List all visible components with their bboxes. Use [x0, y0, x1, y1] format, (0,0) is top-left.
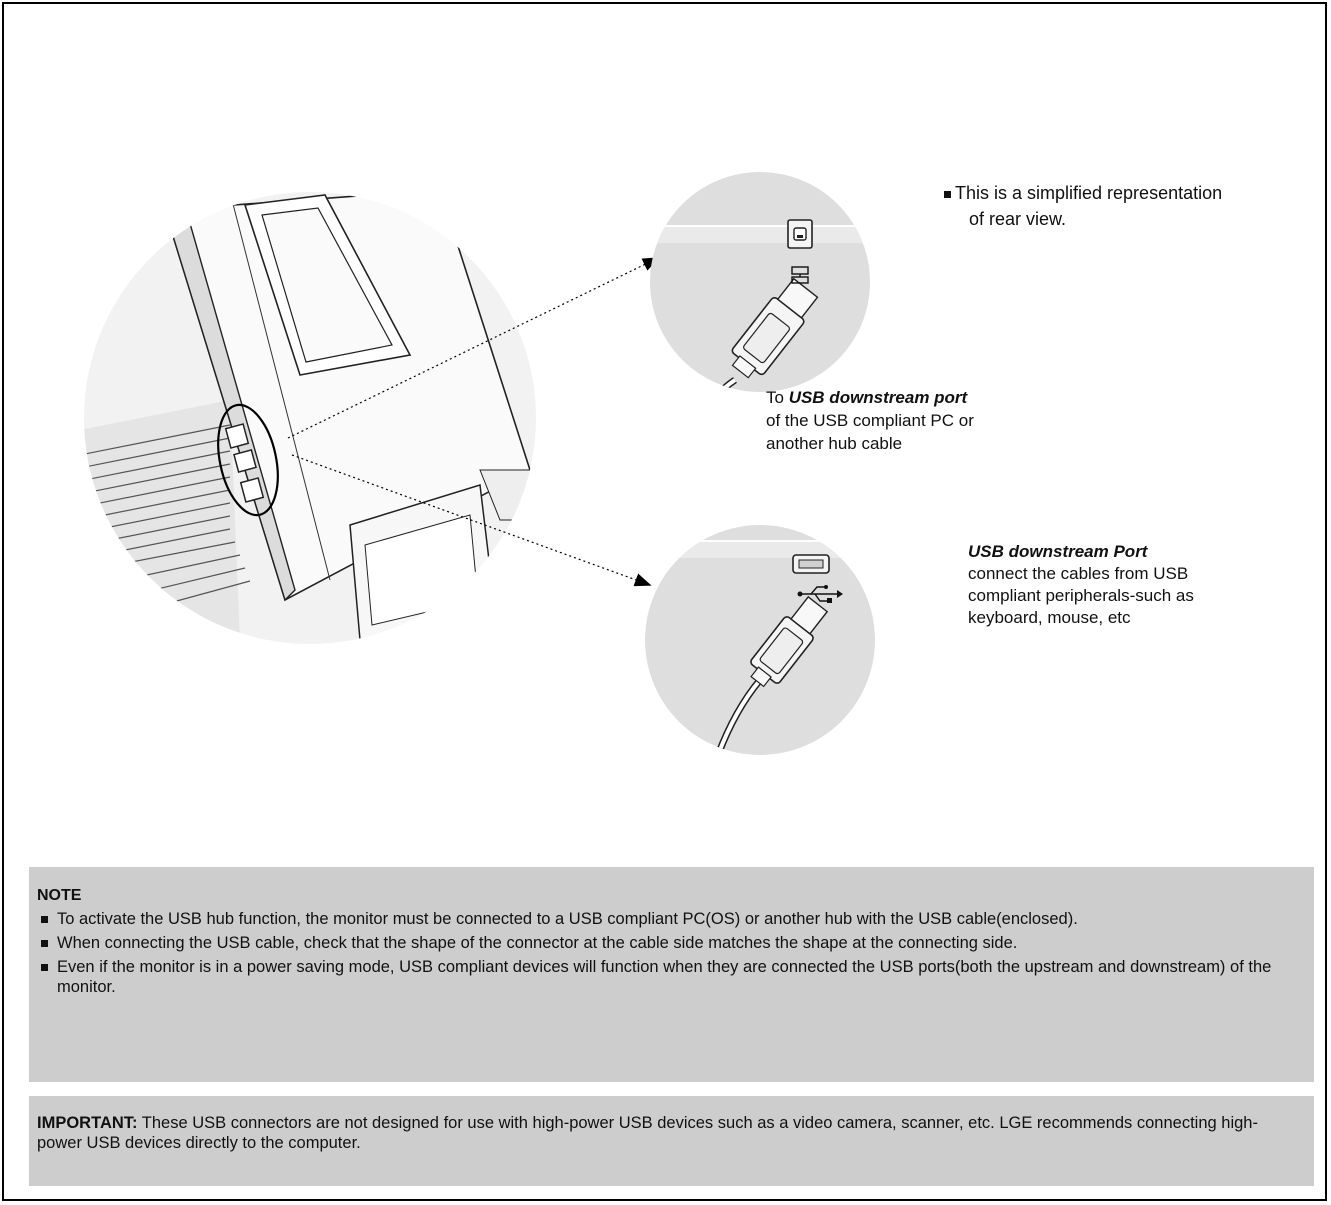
simplified-representation-caption: This is a simplified representation of r…: [944, 180, 1223, 232]
downstream-label-line3: compliant peripherals-such as: [968, 586, 1194, 605]
note-list: To activate the USB hub function, the mo…: [37, 909, 1302, 997]
caption-line-2: of rear view.: [969, 209, 1067, 229]
important-text: These USB connectors are not designed fo…: [37, 1114, 1258, 1152]
usb-connection-diagram: [84, 172, 875, 755]
caption-bullet: [944, 191, 951, 198]
computer-symbol-icon: [791, 266, 809, 284]
caption-line-1: This is a simplified representation: [955, 183, 1223, 203]
upstream-label-line2: of the USB compliant PC or: [766, 411, 974, 430]
note-title: NOTE: [37, 887, 82, 904]
note-item-text: When connecting the USB cable, check tha…: [57, 934, 1018, 952]
upstream-cable-label: To USB downstream port of the USB compli…: [766, 386, 974, 455]
downstream-port-label: USB downstream Port connect the cables f…: [968, 541, 1194, 629]
leader-line-downstream: [291, 454, 652, 587]
downstream-label-line2: connect the cables from USB: [968, 564, 1189, 583]
note-item: To activate the USB hub function, the mo…: [37, 909, 1302, 929]
note-item-text: Even if the monitor is in a power saving…: [57, 958, 1272, 996]
important-box: IMPORTANT: These USB connectors are not …: [29, 1096, 1314, 1186]
usb-trident-icon: [797, 585, 843, 603]
note-bullet: [41, 964, 48, 971]
important-label: IMPORTANT:: [37, 1114, 138, 1132]
monitor-rear-closeup: [84, 192, 536, 644]
upstream-port-closeup: [650, 172, 870, 392]
downstream-port-closeup: [645, 525, 875, 755]
upstream-label-line3: another hub cable: [766, 434, 903, 453]
note-item: Even if the monitor is in a power saving…: [37, 957, 1302, 997]
leader-line-upstream: [287, 257, 660, 439]
upstream-label-emphasis: USB downstream port: [788, 388, 968, 407]
note-bullet: [41, 940, 48, 947]
note-item-text: To activate the USB hub function, the mo…: [57, 910, 1078, 928]
note-bullet: [41, 916, 48, 923]
downstream-label-line4: keyboard, mouse, etc: [968, 608, 1131, 627]
downstream-label-title: USB downstream Port: [968, 542, 1148, 561]
upstream-label-prefix: To: [766, 388, 789, 407]
note-item: When connecting the USB cable, check tha…: [37, 933, 1302, 953]
note-box: NOTE To activate the USB hub function, t…: [29, 867, 1314, 1082]
